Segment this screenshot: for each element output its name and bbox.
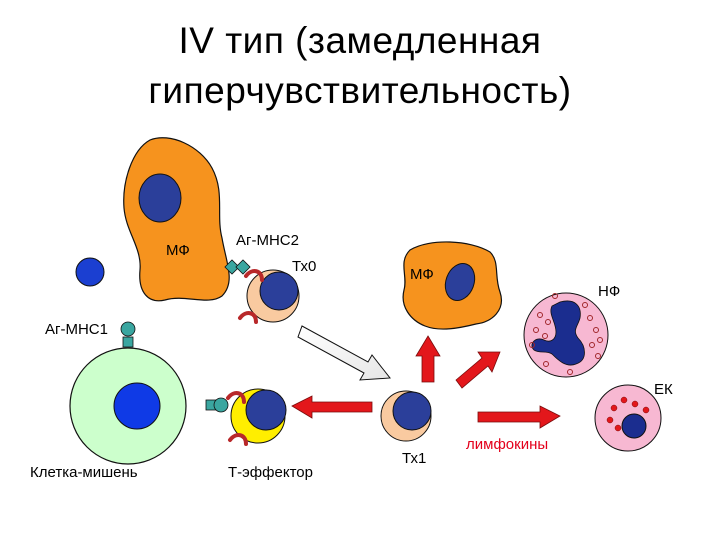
label-t-effector: Т-эффектор bbox=[228, 464, 313, 481]
label-ag-mhc1: Аг-МНС1 bbox=[45, 321, 108, 338]
receptor-icon bbox=[228, 433, 248, 446]
antigen-dot bbox=[75, 257, 105, 287]
macrophage-nucleus-2 bbox=[444, 263, 476, 301]
activation-arrow-left bbox=[291, 395, 373, 419]
label-nk-cell: ЕК bbox=[654, 381, 673, 398]
differentiation-arrow bbox=[297, 325, 391, 381]
label-target-cell: Клетка-мишень bbox=[30, 464, 138, 481]
receptor-icon bbox=[244, 269, 264, 282]
label-th0: Тх0 bbox=[292, 258, 317, 275]
mhc1-marker bbox=[122, 336, 134, 348]
neutrophil-nucleus bbox=[531, 300, 585, 366]
receptor-icon bbox=[226, 391, 246, 404]
th0-nucleus bbox=[259, 271, 299, 311]
macrophage-cell-1 bbox=[123, 137, 230, 302]
label-lymphokines: лимфокины bbox=[466, 436, 549, 453]
label-macrophage-2: МФ bbox=[410, 266, 434, 283]
label-neutrophil: НФ bbox=[598, 283, 621, 300]
nk-granules bbox=[606, 396, 650, 432]
label-macrophage-1: МФ bbox=[166, 242, 190, 259]
nk-nucleus bbox=[621, 413, 647, 439]
label-th1: Тх1 bbox=[402, 450, 427, 467]
mhc2-marker bbox=[224, 259, 240, 275]
th1-nucleus bbox=[392, 391, 432, 431]
activation-arrow-right bbox=[477, 405, 561, 429]
mhc1-antigen bbox=[120, 321, 136, 337]
neutrophil-granules bbox=[529, 293, 603, 375]
title-line-2: гиперчувствительность) bbox=[148, 70, 572, 111]
activation-arrow-diagonal bbox=[455, 351, 501, 389]
t-effector-nucleus bbox=[245, 389, 287, 431]
activation-arrow-up bbox=[415, 335, 441, 383]
mhc2-marker-2 bbox=[235, 259, 251, 275]
target-nucleus bbox=[113, 382, 161, 430]
label-ag-mhc2: Аг-МНС2 bbox=[236, 232, 299, 249]
receptor-icon bbox=[238, 311, 258, 324]
macrophage-nucleus-1 bbox=[138, 173, 182, 223]
title-line-1: IV тип (замедленная bbox=[178, 20, 542, 61]
mhc1-antigen-right bbox=[213, 397, 229, 413]
